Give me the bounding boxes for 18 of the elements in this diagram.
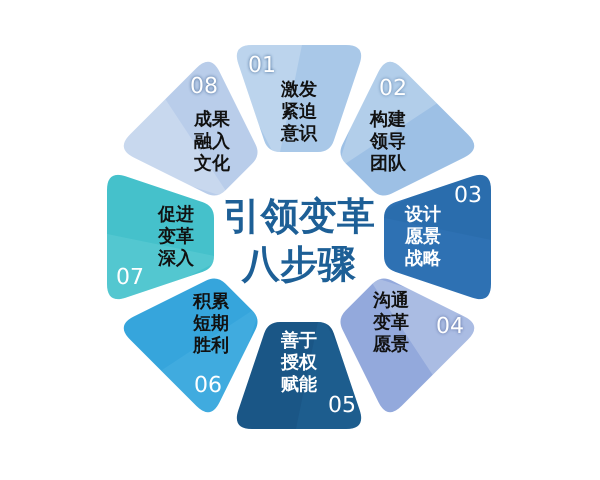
- step-number: 04: [436, 315, 464, 339]
- step-label: 积累短期胜利: [192, 291, 230, 357]
- step-segment: [236, 322, 362, 429]
- step-number: 05: [328, 394, 356, 418]
- step-number: 07: [116, 266, 144, 290]
- step-label: 善于授权赋能: [280, 330, 318, 396]
- step-number: 01: [248, 54, 276, 78]
- step-number: 03: [454, 184, 482, 208]
- step-label: 设计愿景战略: [404, 204, 442, 270]
- step-number: 02: [379, 77, 407, 101]
- step-label: 促进变革深入: [158, 204, 194, 270]
- step-label: 激发紧迫意识: [280, 79, 318, 145]
- step-label: 构建领导团队: [370, 109, 406, 175]
- step-number: 06: [194, 374, 222, 398]
- step-label: 沟通变革愿景: [372, 290, 410, 356]
- step-label: 成果融入文化: [194, 109, 230, 175]
- step-number: 08: [190, 75, 218, 99]
- diagram-title: 引领变革八步骤: [222, 193, 376, 288]
